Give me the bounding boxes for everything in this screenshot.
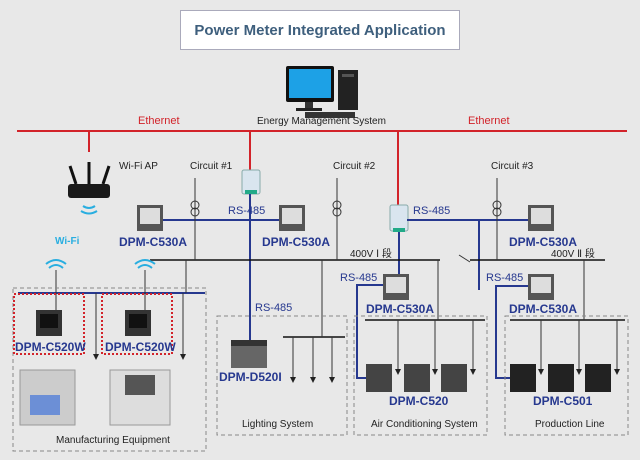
gateway-icon [389,204,409,232]
zone-boxes [12,287,629,452]
highlight-boxes [13,293,173,355]
rs485-network [18,194,528,379]
meter-c520w-2 [125,310,151,336]
circuit-1-label: Circuit #1 [190,161,233,172]
ems-label: Energy Management System [257,116,386,127]
wifi-router-icon [68,162,111,198]
model-label: DPM-C530A [509,235,578,249]
model-label: DPM-D520I [219,370,282,384]
model-label: DPM-C520 [389,394,449,408]
manufacturing-machine-icon [109,369,171,426]
computer-icon [286,66,358,118]
circuit-3-label: Circuit #3 [491,161,534,172]
zone-label-manufacturing: Manufacturing Equipment [56,435,170,446]
meter-c530a-5 [528,274,554,300]
wifi-ap-label: Wi-Fi AP [119,161,158,172]
meter-c530a-2 [279,205,305,231]
meter-c530a-4 [383,274,409,300]
bus2-label: 400V Ⅱ 段 [551,249,595,260]
ac-feeders [395,320,476,375]
manufacturing-machine-icon [19,369,76,426]
rs485-label: RS-485 [413,205,451,217]
manufacturing-feeders [55,270,186,360]
ethernet-network [17,130,627,205]
zone-label-air-conditioning: Air Conditioning System [371,419,478,430]
zone-label-production: Production Line [535,419,605,430]
model-label: DPM-C520W [105,340,176,354]
meter-c520-row [366,364,467,392]
model-label: DPM-C501 [533,394,593,408]
circuit-feeders [185,178,585,337]
circuit-2-label: Circuit #2 [333,161,376,172]
gateway-icon [241,169,261,195]
model-label: DPM-C520W [15,340,86,354]
busbars [150,259,625,338]
ethernet-label-right: Ethernet [468,115,510,127]
ethernet-label-left: Ethernet [138,115,180,127]
meter-c520w-1 [36,310,62,336]
bus1-label: 400V Ⅰ 段 [350,249,392,260]
model-label: DPM-C530A [262,235,331,249]
rs485-label: RS-485 [255,302,293,314]
diagram-title: Power Meter Integrated Application [180,10,460,50]
wifi-signal-icon [80,205,98,215]
production-feeders [538,320,620,375]
meter-c530a-3 [528,205,554,231]
model-label: DPM-C530A [509,302,578,316]
rs485-label: RS-485 [486,272,524,284]
meter-d520i [231,340,267,368]
rs485-label: RS-485 [340,272,378,284]
rs485-label: RS-485 [228,205,266,217]
model-label: DPM-C530A [366,302,435,316]
zone-label-lighting: Lighting System [242,419,314,430]
meter-c530a-1 [137,205,163,231]
model-label: DPM-C530A [119,235,188,249]
wifi-signal-icon [45,259,156,269]
meter-c501-row [510,364,611,392]
wifi-label: Wi-Fi [55,236,80,247]
lighting-feeders [290,337,335,383]
